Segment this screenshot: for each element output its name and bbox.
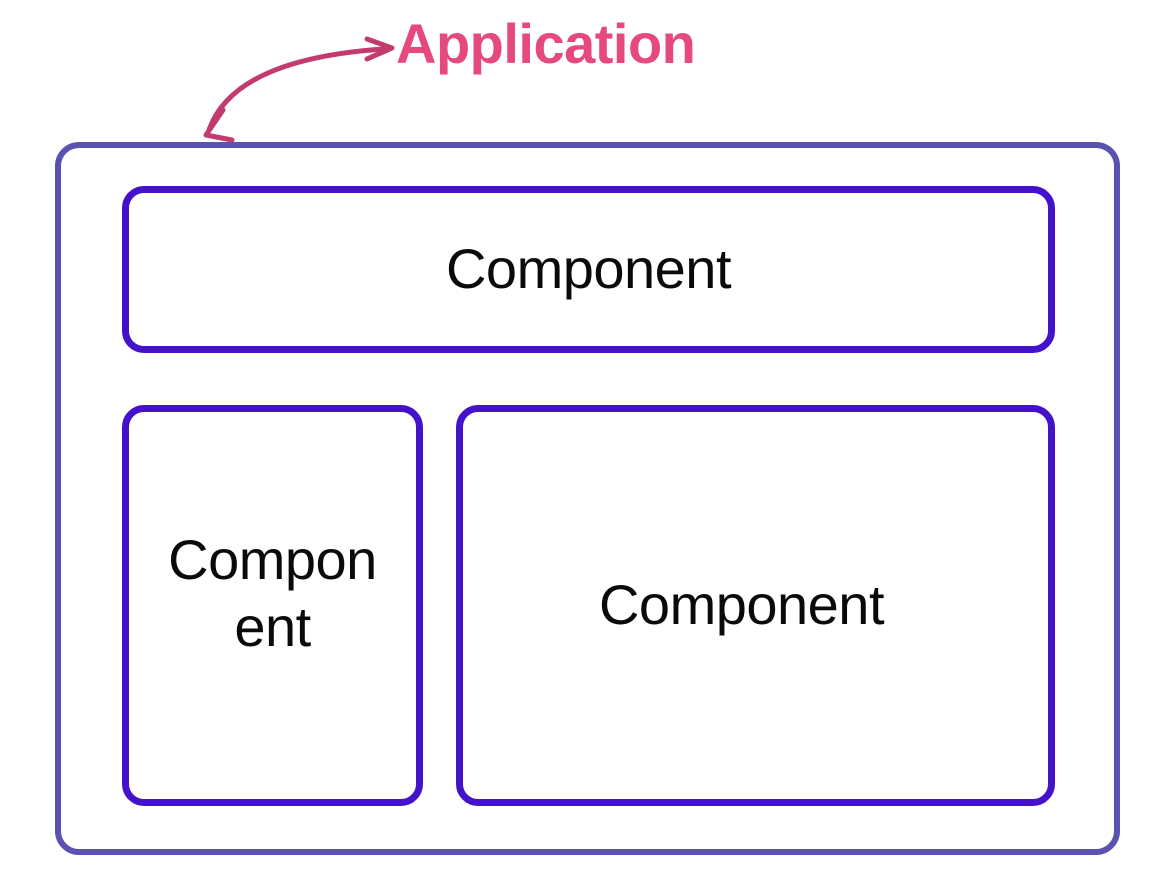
component-box-left[interactable]: Component [122,405,423,806]
component-label: Component [598,573,885,637]
application-annotation-label: Application [396,12,696,75]
component-label: Component [445,237,732,301]
component-box-right[interactable]: Component [456,405,1055,806]
component-label: Component [168,528,377,658]
curved-double-arrow-icon [203,36,395,143]
component-box-top[interactable]: Component [122,186,1055,353]
